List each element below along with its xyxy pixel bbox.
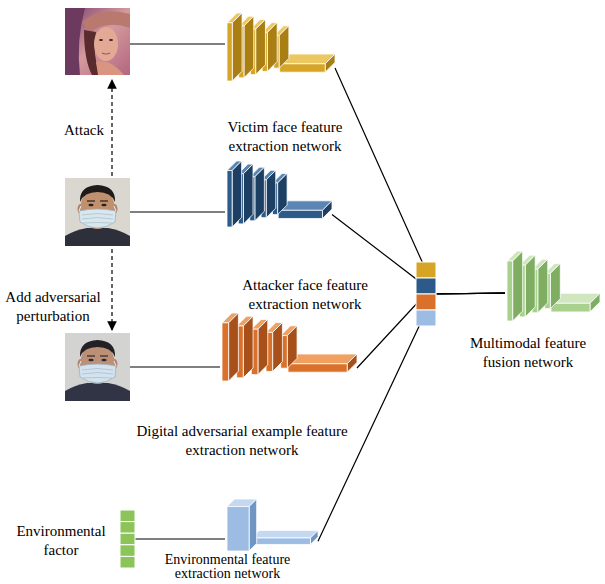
layer-face [513,251,523,321]
adversarial-photo [65,333,130,401]
network-shape [220,312,357,382]
layer-face [322,201,332,219]
layer-face [507,261,513,321]
input-wire [130,211,225,212]
layer-face [278,173,288,214]
layer-face [266,170,276,217]
concat-vector [416,262,436,326]
network-block: Victim face feature extraction network [225,12,335,82]
input-wire [130,43,225,44]
connector [318,293,505,541]
layer-face [255,167,265,221]
network-block: Environmental feature extraction network [225,498,318,552]
block-caption: Victim face feature extraction network [205,118,365,156]
layer-face [280,64,326,72]
layer-face [252,530,318,538]
layer-face [232,161,242,227]
network-block: Multimodal feature fusion network [505,250,600,322]
block-caption: Environmental feature extraction network [140,553,315,581]
attack-arrow [111,80,112,176]
layer-face [243,316,253,378]
layer-face [288,364,347,372]
annotation-label: Attack [4,121,104,140]
layer-face [227,171,232,227]
layer-face [232,13,242,81]
block-caption: Multimodal feature fusion network [458,334,598,372]
layer-face [550,263,560,308]
vector-shape [120,510,135,568]
layer-face [538,259,548,313]
layer-face [227,507,249,551]
network-shape [225,12,335,82]
vector-cell [120,522,135,534]
block-caption: Attacker face feature extraction network [230,276,380,314]
network-block: Digital adversarial example feature extr… [220,312,357,382]
vector-cell [120,556,135,568]
block-caption: Environmental factor [8,522,114,560]
layer-face [347,354,357,372]
network-shape [505,250,600,322]
layer-face [244,16,254,78]
layer-face [288,354,357,364]
layer-face [256,19,266,74]
annotation-label: Add adversarial perturbation [2,288,104,326]
perturbation-tint [65,333,130,401]
layer-face [310,530,318,544]
connector [335,68,505,294]
layer-face [551,303,590,312]
layer-face [222,323,229,381]
network-block: Attacker face feature extraction network [225,160,332,228]
input-wire [130,366,220,367]
layer-face [287,326,297,368]
connector [135,538,225,539]
layer-face [252,538,311,544]
layer-face [243,164,253,224]
block-caption: Digital adversarial example feature extr… [112,422,372,460]
vector-cell [120,545,135,557]
vector-cell [120,533,135,545]
layer-face [229,313,239,381]
layer-face [525,255,535,317]
layer-face [258,319,268,374]
layer-face [325,54,335,72]
attacker-photo [65,178,130,246]
feature-vector: Environmental factor [120,510,135,568]
layer-face [227,23,232,81]
layer-face [273,323,283,372]
layer-face [590,293,600,312]
vector-cell [120,510,135,522]
layer-face [249,499,257,551]
victim-photo [65,8,130,75]
layer-face [267,23,277,72]
layer-face [278,210,322,218]
layer-face [279,26,289,68]
perturbation-arrow [111,249,112,330]
network-shape [225,160,332,228]
network-shape [225,498,318,552]
